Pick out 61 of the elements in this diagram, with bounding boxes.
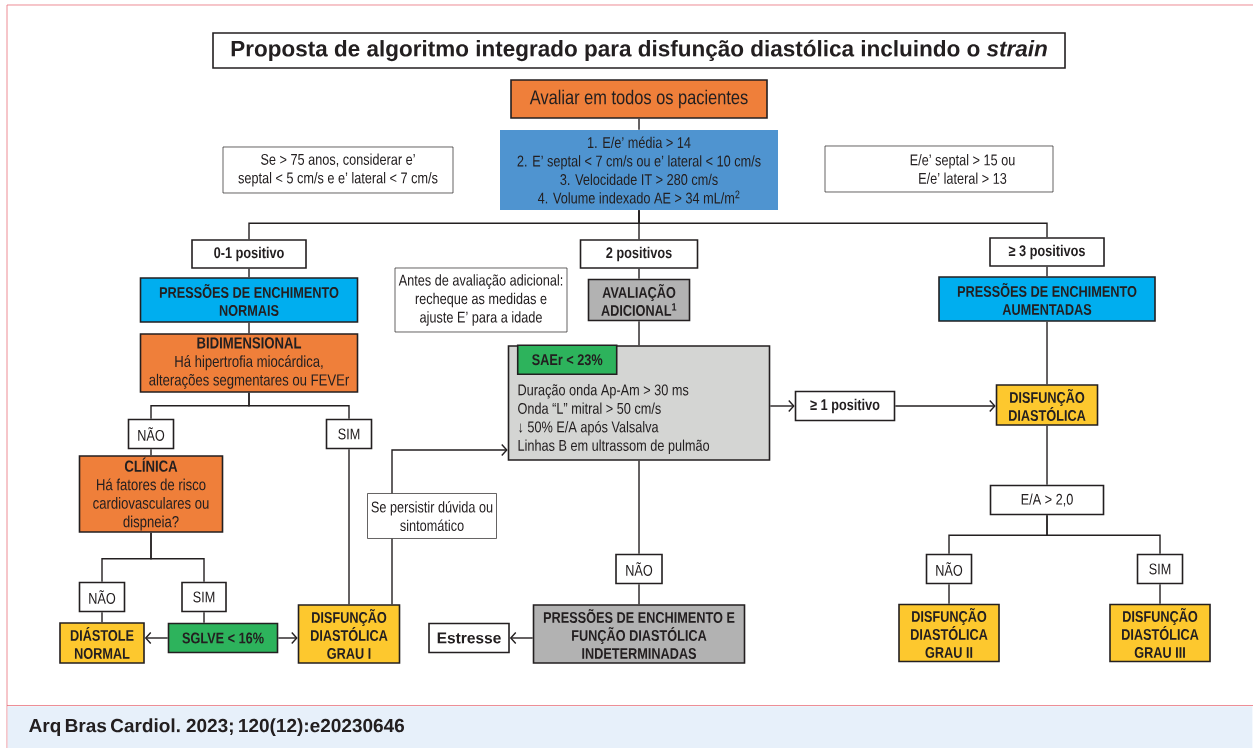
result-box: DISFUNÇÃO DIASTÓLICA GRAU II (898, 603, 1000, 663)
citation-footer: Arq Bras Cardiol. 2023; 120(12):e20230646 (7, 706, 1253, 748)
process-box: PRESSÕES DE ENCHIMENTO E FUNÇÃO DIASTÓLICA INDETERMINADAS (532, 604, 746, 664)
result-box: PRESSÕES DE ENCHIMENTO AUMENTADAS (938, 276, 1156, 322)
decision-box: CLÍNICA Há fatores de risco cardiovasculares ou dispneia? (78, 455, 224, 533)
note-box: Antes de avaliação adicional: recheque as medidas e ajuste E’ para a idade (394, 267, 568, 333)
decision-box: BIDIMENSIONAL Há hipertrofia miocárdica, alterações segmentares ou FEVEr (139, 333, 359, 393)
connector-line (948, 583, 950, 605)
branch-box: 2 positivos (579, 239, 699, 269)
connector-line (638, 118, 640, 131)
result-box: DIÁSTOLE NORMAL (59, 622, 145, 664)
process-box: AVALIAÇÃO ADICIONAL$^{1}$ (587, 278, 691, 322)
answer-box: NÃO (615, 553, 663, 585)
answer-box: SIM (325, 418, 373, 450)
result-box: DISFUNÇÃO DIASTÓLICA (995, 384, 1099, 426)
answer-box: NÃO (925, 553, 973, 585)
connector-line (638, 460, 640, 555)
criterion-box: SAEr < 23% (516, 344, 618, 375)
connector-line (101, 611, 103, 623)
arrow (144, 631, 169, 645)
connector-line (1159, 583, 1161, 605)
connector-line (391, 538, 393, 605)
answer-box: SIM (181, 581, 227, 613)
branch-box: 0-1 positivo (191, 239, 307, 269)
connector-line (150, 532, 205, 583)
arrow (391, 443, 508, 494)
connector-line (248, 322, 250, 334)
criteria-box: 1. E/e’ média > 14 2. E’ septal < 7 cm/s ou e’ lateral < 10 cm/s 3. Velocidade IT > 280 cm/s 4. Volume indexado AE > 34 mL/m$^{2}$ (500, 130, 778, 210)
arrow (509, 631, 534, 645)
result-box: DISFUNÇÃO DIASTÓLICA GRAU III (1109, 603, 1211, 663)
connector-line (1046, 425, 1048, 486)
result-box: PRESSÕES DE ENCHIMENTO NORMAIS (139, 277, 359, 323)
arrow (277, 631, 298, 645)
connector-line (638, 268, 640, 280)
answer-box: E/A > 2,0 (989, 484, 1105, 516)
connector-line (248, 268, 250, 278)
process-box: Estresse (428, 622, 510, 654)
connector-line (348, 448, 350, 605)
note-box: E/e’ septal > 15 ou E/e’ lateral > 13 (824, 145, 1054, 193)
title-box: Proposta de algoritmo integrado para disfunção diastólica incluindo o strain (212, 32, 1066, 69)
branch-box: ≥ 3 positivos (989, 237, 1105, 267)
connector-line (150, 448, 152, 456)
connector-line (638, 209, 1048, 238)
branch-box: ≥ 1 positivo (794, 390, 896, 422)
answer-box: NÃO (78, 581, 126, 613)
connector-line (1046, 266, 1048, 277)
connector-line (248, 392, 350, 420)
connector-line (1046, 514, 1161, 555)
note-box: Se persistir dúvida ou sintomático (367, 493, 497, 539)
arrow (769, 399, 795, 413)
result-box: DISFUNÇÃO DIASTÓLICA GRAU I (297, 604, 401, 664)
criterion-box: SGLVE < 16% (167, 622, 279, 654)
process-box: Avaliar em todos os pacientes (510, 79, 768, 119)
connector-line (1046, 321, 1048, 385)
answer-box: SIM (1136, 553, 1184, 585)
connector-line (203, 611, 205, 624)
note-box: Se > 75 anos, considerar e’ septal < 5 cm/s e e’ lateral < 7 cm/s (222, 146, 454, 194)
arrow (894, 399, 996, 413)
connector-line (638, 320, 640, 346)
answer-box: NÃO (127, 418, 175, 450)
connector-line (638, 583, 640, 605)
